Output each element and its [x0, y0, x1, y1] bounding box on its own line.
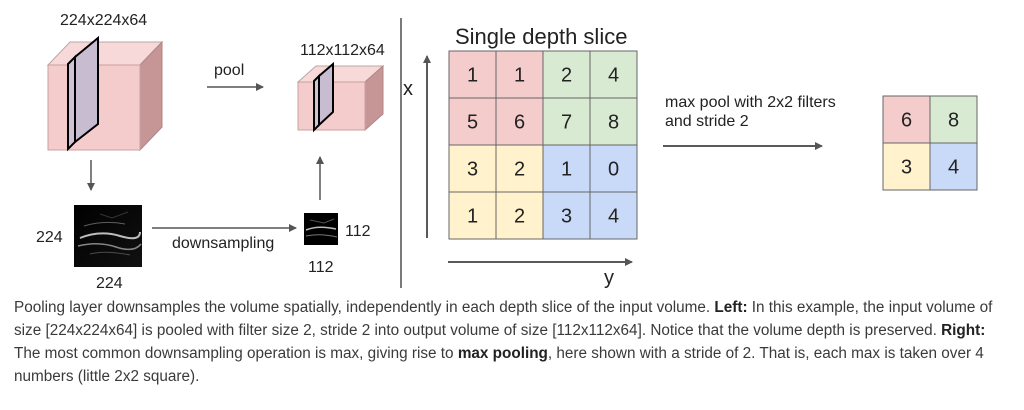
grid-value-0-3: 4	[608, 65, 619, 87]
input-slice-height-label: 224	[36, 229, 63, 246]
result-cell-1-1	[929, 142, 978, 191]
pooled-result-grid: 6 8 3 4	[882, 95, 978, 191]
result-value-1-1: 4	[948, 157, 959, 179]
grid-cell-0-0	[448, 50, 497, 99]
caption-left-label: Left:	[714, 299, 748, 316]
y-axis-label: y	[604, 267, 614, 289]
result-cell-0-1	[929, 95, 978, 144]
grid-cell-1-0	[448, 97, 497, 146]
input-slice-image	[74, 205, 142, 267]
x-axis-label: x	[403, 78, 413, 100]
grid-cell-2-1	[495, 144, 544, 193]
grid-cell-0-1	[495, 50, 544, 99]
grid-value-1-2: 7	[561, 112, 572, 134]
grid-value-3-3: 4	[608, 206, 619, 228]
grid-value-2-1: 2	[514, 159, 525, 181]
grid-value-2-0: 3	[467, 159, 478, 181]
depth-slice-grid: 1 1 2 4 5 6 7 8 3 2 1 0 1 2 3 4	[448, 50, 638, 240]
downsampling-label: downsampling	[172, 235, 274, 252]
grid-value-1-0: 5	[467, 112, 478, 134]
grid-cell-2-2	[542, 144, 591, 193]
caption-right-label: Right:	[941, 322, 986, 339]
grid-value-2-3: 0	[608, 159, 619, 181]
pooling-figure: 224x224x64 pool 112x112x64 224 224 downs…	[36, 12, 978, 292]
grid-value-1-3: 8	[608, 112, 619, 134]
operation-label-line2: and stride 2	[665, 113, 749, 130]
caption-text-1: Pooling layer downsamples the volume spa…	[14, 299, 715, 316]
grid-value-1-1: 6	[514, 112, 525, 134]
caption-text-4: , here shown with a stride of 2. That is…	[14, 345, 984, 385]
grid-cell-3-2	[542, 191, 591, 240]
caption-text-3: The most common downsampling operation i…	[14, 345, 458, 362]
pool-label: pool	[214, 62, 244, 79]
grid-cell-2-3	[589, 144, 638, 193]
grid-cell-1-3	[589, 97, 638, 146]
input-depth-slice-edge	[74, 35, 99, 145]
result-value-1-0: 3	[901, 157, 912, 179]
result-cell-1-0	[882, 142, 931, 191]
result-value-0-1: 8	[948, 110, 959, 132]
grid-cell-3-0	[448, 191, 497, 240]
input-depth-slice	[67, 54, 76, 152]
result-cell-0-0	[882, 95, 931, 144]
grid-cell-0-3	[589, 50, 638, 99]
result-value-0-0: 6	[901, 110, 912, 132]
grid-value-0-0: 1	[467, 65, 478, 87]
output-depth-slice-edge	[318, 61, 334, 128]
grid-cell-2-0	[448, 144, 497, 193]
grid-value-0-1: 1	[514, 65, 525, 87]
grid-value-0-2: 2	[561, 65, 572, 87]
input-volume-label: 224x224x64	[60, 12, 147, 29]
grid-value-3-2: 3	[561, 206, 572, 228]
grid-cell-1-2	[542, 97, 591, 146]
grid-cell-3-3	[589, 191, 638, 240]
output-volume-label: 112x112x64	[300, 42, 385, 59]
operation-label-line1: max pool with 2x2 filters	[665, 94, 836, 111]
caption-max-pooling: max pooling	[457, 345, 548, 362]
grid-value-3-1: 2	[514, 206, 525, 228]
grid-cell-3-1	[495, 191, 544, 240]
output-volume-cube	[296, 61, 385, 133]
slice-title: Single depth slice	[455, 24, 627, 49]
grid-value-2-2: 1	[561, 159, 572, 181]
grid-value-3-0: 1	[467, 206, 478, 228]
output-slice-image	[304, 213, 338, 245]
input-slice-width-label: 224	[96, 275, 123, 292]
input-volume-cube	[46, 35, 164, 152]
output-slice-width-label: 112	[308, 259, 334, 276]
caption-text-2: In this example, the input volume of siz…	[14, 299, 993, 339]
grid-cell-1-1	[495, 97, 544, 146]
figure-caption: Pooling layer downsamples the volume spa…	[14, 296, 1014, 388]
output-slice-height-label: 112	[345, 223, 371, 240]
